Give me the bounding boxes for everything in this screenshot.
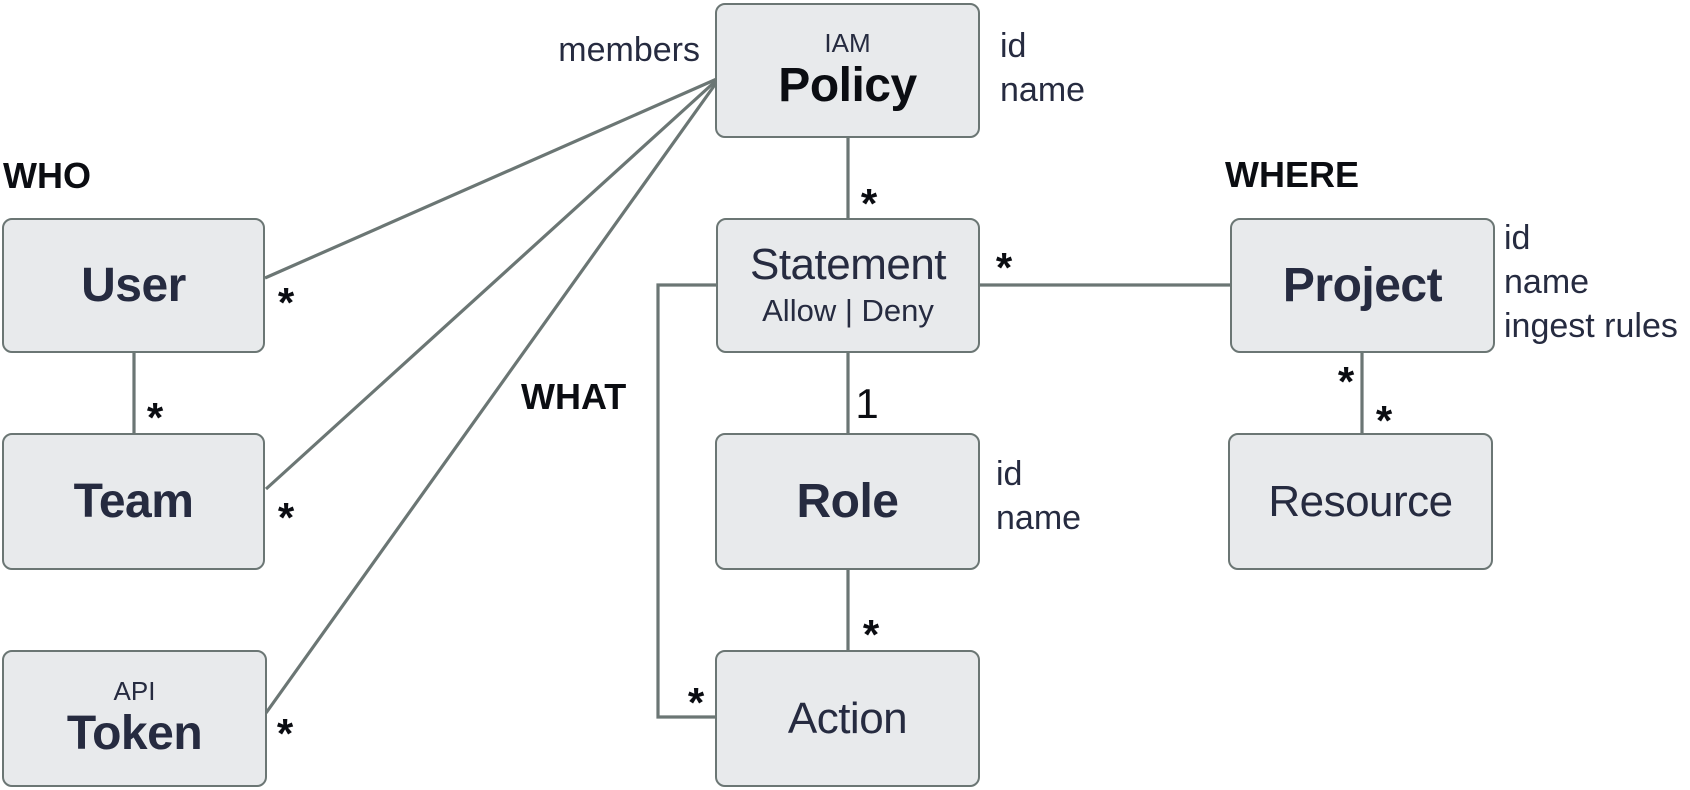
project-attribute-ingest-rules: ingest rules bbox=[1504, 307, 1678, 345]
role-attributes: id name bbox=[996, 452, 1081, 540]
node-statement-subtitle: Allow | Deny bbox=[762, 292, 934, 328]
policy-attribute-id: id bbox=[1000, 27, 1027, 65]
node-statement-title: Statement bbox=[749, 240, 947, 290]
project-attributes: id name ingest rules bbox=[1504, 216, 1678, 348]
node-policy-title: Policy bbox=[778, 58, 917, 112]
section-label-where: WHERE bbox=[1225, 154, 1359, 195]
node-role-title: Role bbox=[796, 474, 899, 528]
section-label-what: WHAT bbox=[521, 376, 627, 417]
node-api-token-supertitle: API bbox=[113, 675, 156, 706]
section-label-who: WHO bbox=[3, 155, 91, 196]
mult-user-team: * bbox=[146, 394, 164, 442]
node-policy: IAM Policy bbox=[715, 3, 980, 138]
project-attribute-name: name bbox=[1504, 263, 1590, 301]
policy-attribute-name: name bbox=[1000, 71, 1086, 109]
edge-policy-user bbox=[264, 76, 720, 280]
members-label: members bbox=[558, 31, 700, 69]
mult-project-resource-upper: * bbox=[1337, 358, 1355, 406]
role-attribute-name: name bbox=[996, 499, 1082, 537]
node-api-token-title: Token bbox=[66, 706, 203, 760]
node-action-title: Action bbox=[787, 693, 908, 743]
mult-policy-user: * bbox=[277, 279, 295, 327]
policy-attributes: id name bbox=[1000, 24, 1085, 112]
node-project-title: Project bbox=[1282, 258, 1443, 312]
mult-policy-token: * bbox=[276, 710, 294, 758]
node-team-title: Team bbox=[73, 474, 194, 528]
mult-statement-project: * bbox=[995, 244, 1013, 292]
node-api-token: API Token bbox=[2, 650, 267, 787]
edge-policy-team bbox=[264, 76, 721, 491]
mult-policy-team: * bbox=[277, 494, 295, 542]
node-policy-supertitle: IAM bbox=[824, 27, 871, 58]
mult-role-action: * bbox=[862, 611, 880, 659]
node-resource: Resource bbox=[1228, 433, 1493, 570]
node-team: Team bbox=[2, 433, 265, 570]
mult-policy-statement: * bbox=[860, 180, 878, 228]
mult-statement-role: 1 bbox=[855, 380, 879, 427]
role-attribute-id: id bbox=[996, 455, 1023, 493]
node-user-title: User bbox=[81, 258, 186, 312]
edge-statement-action bbox=[656, 283, 717, 719]
node-project: Project bbox=[1230, 218, 1495, 353]
mult-project-resource-lower: * bbox=[1375, 397, 1393, 445]
node-resource-title: Resource bbox=[1268, 476, 1453, 526]
node-statement: Statement Allow | Deny bbox=[716, 218, 980, 353]
node-role: Role bbox=[715, 433, 980, 570]
edge-policy-token bbox=[264, 78, 721, 714]
mult-statement-action: * bbox=[687, 679, 705, 727]
project-attribute-id: id bbox=[1504, 219, 1531, 257]
node-action: Action bbox=[715, 650, 980, 787]
node-user: User bbox=[2, 218, 265, 353]
